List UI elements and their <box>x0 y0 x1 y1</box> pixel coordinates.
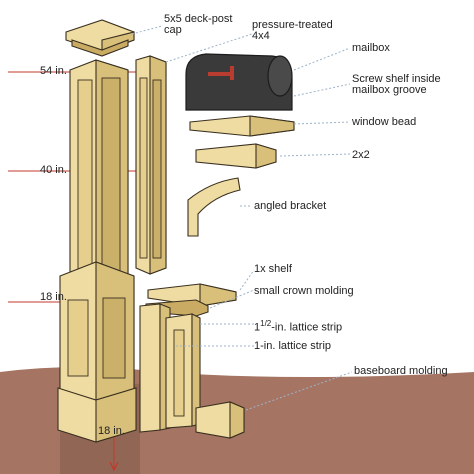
label-small-crown-molding: small crown molding <box>254 285 354 297</box>
angled-bracket <box>187 177 241 237</box>
label-lattice-wide: 11/2-in. lattice strip <box>254 318 342 334</box>
label-screw-shelf: Screw shelf inside mailbox groove <box>352 73 441 96</box>
label-cap: 5x5 deck-post cap <box>164 13 233 36</box>
label-1x-shelf: 1x shelf <box>254 263 292 275</box>
label-pressure-treated: pressure-treated 4x4 <box>252 19 333 42</box>
leader-lines <box>131 25 353 411</box>
post-column <box>57 59 137 443</box>
mailbox <box>185 53 293 111</box>
label-baseboard-molding: baseboard molding <box>354 365 448 377</box>
one-x-shelf <box>147 283 237 307</box>
lattice-wide-rest: -in. lattice strip <box>271 321 343 334</box>
pressure-treated-4x4 <box>135 55 167 275</box>
lattice-wide-fraction: 1/2 <box>260 319 272 328</box>
dimension-40: 40 in. <box>40 164 67 176</box>
lattice-frame <box>139 303 201 433</box>
label-window-bead: window bead <box>352 116 417 128</box>
label-angled-bracket: angled bracket <box>254 200 327 212</box>
dimension-54: 54 in. <box>40 65 67 77</box>
deck-post-cap <box>65 19 135 57</box>
screw-shelf <box>189 115 295 137</box>
two-by-two-block <box>195 143 277 169</box>
baseboard-molding-piece <box>195 401 245 439</box>
label-mailbox: mailbox <box>352 42 390 54</box>
dimension-18-top: 18 in. <box>40 291 67 303</box>
dimension-18-bottom: 18 in. <box>98 425 125 437</box>
label-lattice-narrow: 1-in. lattice strip <box>254 340 332 352</box>
label-2x2: 2x2 <box>352 149 370 161</box>
lattice-wide-whole: 1 <box>254 321 261 334</box>
